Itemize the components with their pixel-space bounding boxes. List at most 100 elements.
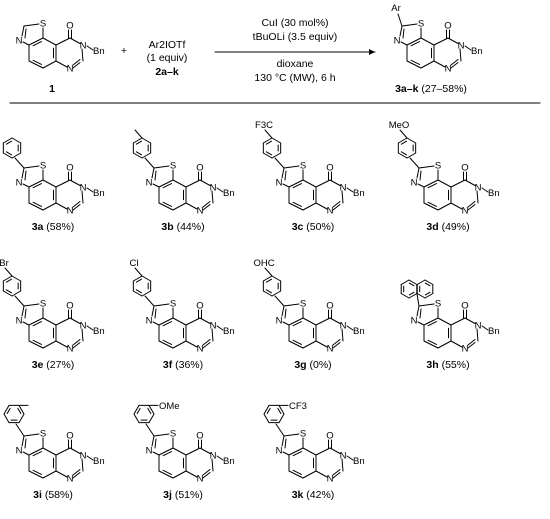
atom-n: N (411, 178, 418, 189)
atom-n: N (276, 178, 283, 189)
atom-n: N (197, 344, 204, 355)
bond-double (147, 407, 152, 415)
bond-double (292, 339, 302, 345)
bond-double (135, 151, 143, 156)
substituent-bn: Bn (488, 188, 500, 199)
bond-ring (21, 25, 25, 37)
bond-double (277, 407, 282, 415)
bond-ring (42, 447, 57, 456)
bond-ring (141, 290, 152, 297)
bond-ring (11, 152, 22, 159)
bond-ring (172, 447, 187, 456)
bond-ring (55, 202, 68, 210)
bond-aryl (275, 423, 285, 437)
bond-double (402, 28, 405, 39)
product-yield: (42%) (306, 489, 334, 501)
bond-ring (133, 413, 140, 424)
bond-ring (424, 293, 434, 299)
bond-double (419, 308, 422, 319)
bond-aryl (416, 293, 420, 307)
bond-ring (69, 179, 81, 186)
atom-o: O (444, 21, 451, 32)
atom-n: N (197, 206, 204, 217)
bond-ring (199, 317, 211, 324)
bond-bn (346, 187, 354, 193)
bond-double (32, 469, 42, 475)
bond-ring (153, 433, 170, 437)
atom-n: N (210, 451, 217, 462)
bond-double (284, 308, 287, 319)
bond-sub (4, 267, 13, 277)
bond-ring (332, 342, 341, 349)
bond-ring (423, 340, 439, 349)
bond-double (424, 291, 431, 296)
bond-ring (423, 179, 439, 188)
substituent-bn: Bn (93, 46, 105, 57)
bond-ring (22, 183, 30, 188)
atom-n: N (340, 451, 347, 462)
bond-ring (11, 275, 22, 282)
bond-ring (202, 472, 211, 479)
atom-n: N (146, 178, 153, 189)
bond-ring (329, 317, 341, 324)
bond-ring (23, 303, 40, 307)
bond-sub (264, 267, 273, 277)
bond-double (72, 201, 81, 208)
bond-double (332, 469, 341, 476)
bond-ring (341, 458, 344, 472)
atom-n: N (445, 64, 452, 75)
bond-ring (400, 279, 410, 285)
atom-o: O (461, 301, 468, 312)
bond-ring (399, 25, 403, 37)
bond-ring (158, 202, 174, 211)
bond-ring (172, 317, 187, 326)
bond-ring (28, 447, 44, 456)
atom-s: S (435, 161, 441, 172)
bond-ring (464, 317, 476, 324)
bond-double (32, 183, 42, 189)
bond-ring (283, 165, 300, 169)
product-id: 3j (163, 489, 172, 501)
bond-ring (416, 279, 426, 285)
bond-ring (271, 290, 282, 297)
atom-o: O (326, 431, 333, 442)
bond-double (154, 438, 157, 449)
substituent-cf3: CF3 (289, 401, 307, 412)
bond-ring (21, 435, 25, 447)
bond-double (32, 451, 42, 457)
bond-ring (459, 48, 462, 62)
atom-o: O (196, 431, 203, 442)
bond-ring (397, 152, 408, 159)
bond-ring (152, 183, 160, 188)
bond-sub (134, 267, 143, 277)
bond-double (202, 339, 211, 346)
bond-ring (11, 137, 22, 144)
substituent-ome: MeO (389, 120, 410, 131)
bond-double (136, 407, 141, 415)
atom-n: N (67, 64, 74, 75)
bond-ring (476, 328, 479, 342)
atom-s: S (170, 299, 176, 310)
bond-ring (72, 342, 81, 349)
bond-sub (264, 129, 273, 139)
bond-double (202, 201, 211, 208)
bond-double (72, 469, 81, 476)
bond-ring (55, 37, 71, 46)
substituent-bn: Bn (471, 46, 483, 57)
bond-ring (151, 167, 155, 179)
bond-ar (397, 13, 403, 27)
bond-ring (341, 328, 344, 342)
bond-ring (467, 342, 476, 349)
atom-s: S (40, 429, 46, 440)
product-caption: 3f (36%) (163, 359, 203, 371)
bond-bn (464, 45, 472, 51)
atom-n: N (394, 36, 401, 47)
bond-aryl (409, 157, 420, 169)
substituent-bn: Bn (488, 326, 500, 337)
bond-ring (2, 290, 13, 297)
bond-double (410, 41, 420, 47)
bond-ring (132, 152, 143, 159)
